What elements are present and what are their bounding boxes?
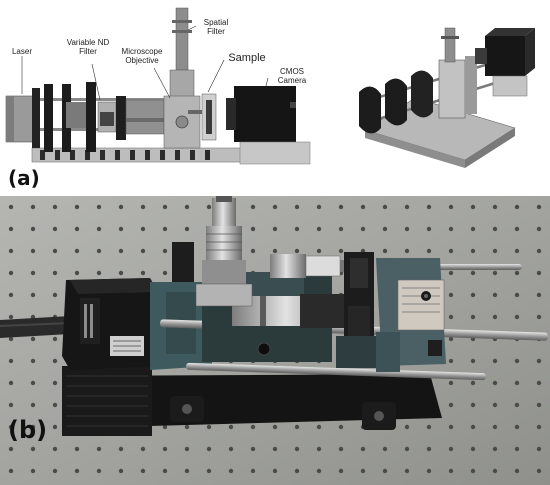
camera-stand bbox=[239, 141, 311, 165]
base-plate bbox=[62, 374, 442, 428]
iso-camera bbox=[485, 36, 525, 76]
label-spatial-filter: Spatial Filter bbox=[203, 18, 229, 36]
cage-rod-top bbox=[34, 98, 184, 101]
label-cmos-camera: CMOS Camera bbox=[277, 67, 307, 85]
foam-block bbox=[62, 366, 152, 436]
iso-ring-3 bbox=[411, 70, 433, 118]
iso-tower bbox=[438, 59, 466, 119]
mount-plate-2 bbox=[44, 84, 53, 152]
panel-label-b: (b) bbox=[8, 416, 48, 444]
iso-ring-2 bbox=[385, 78, 407, 126]
label-microscope-objective: Microscope Objective bbox=[121, 47, 163, 65]
cage-rod-lower bbox=[186, 362, 486, 381]
mount-plate-1 bbox=[32, 88, 40, 148]
iso-ring-1 bbox=[359, 86, 381, 134]
camera-cable bbox=[0, 316, 70, 338]
label-laser: Laser bbox=[11, 47, 32, 56]
setup-photograph bbox=[0, 196, 550, 485]
mount-plate-4 bbox=[86, 82, 96, 152]
setup-isometric-cad bbox=[359, 27, 535, 168]
panel-label-a: (a) bbox=[8, 166, 40, 190]
label-variable-nd-filter: Variable ND Filter bbox=[66, 38, 110, 56]
spatial-filter-micrometer bbox=[212, 198, 236, 228]
label-sample: Sample bbox=[228, 52, 266, 64]
side-micrometer bbox=[270, 254, 306, 278]
setup-side-view-cad bbox=[5, 7, 311, 165]
spatial-filter-column bbox=[175, 7, 189, 71]
dark-post bbox=[172, 242, 194, 282]
cmos-camera-body bbox=[234, 86, 296, 142]
